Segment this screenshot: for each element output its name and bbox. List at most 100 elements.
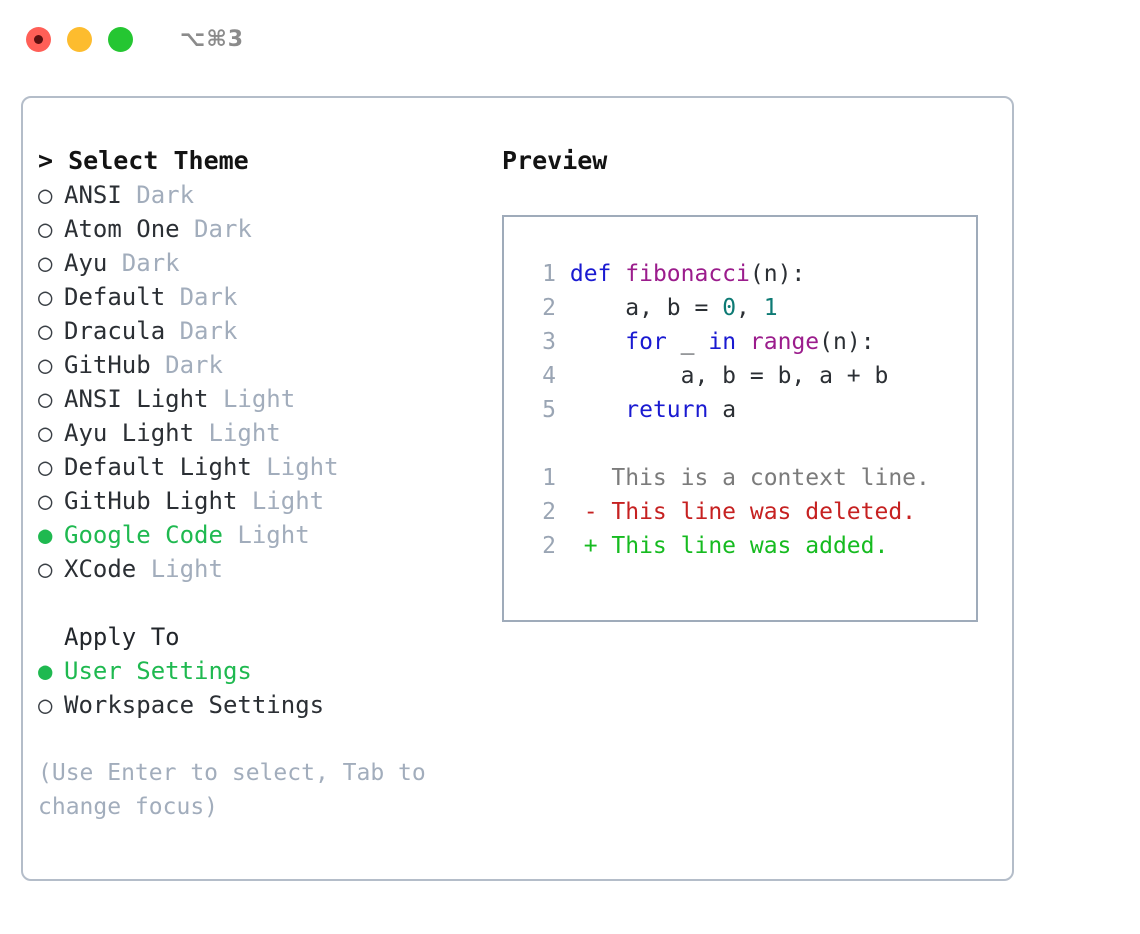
code-token-pl xyxy=(570,329,625,355)
hint-spacer xyxy=(38,722,478,756)
theme-option-kind: Dark xyxy=(165,317,238,345)
theme-option-google-code[interactable]: ●Google Code Light xyxy=(38,518,478,552)
theme-option-github[interactable]: ○ GitHub Dark xyxy=(38,348,478,382)
theme-option-kind: Light xyxy=(222,521,310,549)
radio-unselected-icon: ○ xyxy=(38,555,53,583)
theme-option-label: ANSI xyxy=(64,181,122,209)
theme-picker-column: > Select Theme ○ANSI Dark○Atom One Dark○… xyxy=(38,144,478,824)
apply-to-option-list: ●User Settings ○ Workspace Settings xyxy=(38,654,478,722)
select-theme-header: > Select Theme xyxy=(38,146,249,175)
code-token-kw: return xyxy=(625,397,709,423)
theme-option-label: ANSI Light xyxy=(64,385,209,413)
line-number: 2 xyxy=(542,499,556,525)
gutter-space xyxy=(556,295,570,321)
code-token-kw: for xyxy=(625,329,667,355)
theme-option-ansi-light[interactable]: ○ ANSI Light Light xyxy=(38,382,478,416)
code-token-pl: a, b = xyxy=(569,295,723,321)
theme-option-ansi[interactable]: ○ ANSI Dark xyxy=(38,178,478,212)
diff-line-context: 1 This is a context line. xyxy=(522,461,976,495)
theme-option-kind: Dark xyxy=(121,181,195,209)
radio-unselected-icon: ○ xyxy=(38,283,53,311)
code-line: 1 def fibonacci(n): xyxy=(522,257,976,291)
code-line: 2 a, b = 0, 1 xyxy=(522,291,976,325)
theme-option-ayu-light[interactable]: ○ Ayu Light Light xyxy=(38,416,478,450)
line-number: 5 xyxy=(542,397,556,423)
theme-option-kind: Dark xyxy=(150,351,223,379)
radio-unselected-icon: ○ xyxy=(38,181,53,209)
radio-unselected-icon: ○ xyxy=(38,453,53,481)
line-number: 1 xyxy=(542,465,556,491)
theme-option-default[interactable]: ○Default Dark xyxy=(38,280,478,314)
radio-unselected-icon: ○ xyxy=(38,351,53,379)
code-token-kw: in xyxy=(708,329,737,355)
gutter-space xyxy=(556,397,570,423)
gutter-space xyxy=(556,329,570,355)
diff-line-text: + This line was added. xyxy=(556,533,889,559)
apply-to-header: Apply To xyxy=(64,623,180,651)
diff-line-text: - This line was deleted. xyxy=(556,499,917,525)
theme-option-dracula[interactable]: ○ Dracula Dark xyxy=(38,314,478,348)
radio-unselected-icon: ○ xyxy=(38,419,53,447)
apply-to-option-workspace-settings[interactable]: ○ Workspace Settings xyxy=(38,688,478,722)
code-token-kw: def xyxy=(569,261,626,287)
line-number: 2 xyxy=(542,533,556,559)
theme-option-label: Google Code xyxy=(64,521,223,549)
code-token-num: 1 xyxy=(763,295,778,321)
preview-title: Preview xyxy=(502,146,608,175)
keyboard-hint-text: (Use Enter to select, Tab to change focu… xyxy=(38,760,440,820)
theme-option-label: Default xyxy=(64,283,166,311)
theme-option-label: Ayu Light xyxy=(64,419,195,447)
window-controls xyxy=(26,26,133,52)
radio-unselected-icon: ○ xyxy=(38,691,53,719)
theme-option-github-light[interactable]: ○GitHub Light Light xyxy=(38,484,478,518)
code-token-num: 0 xyxy=(722,295,737,321)
diff-line-deleted: 2 - This line was deleted. xyxy=(522,495,976,529)
code-token-pl: a, b = b, a + b xyxy=(569,363,889,389)
code-token-pl: (n): xyxy=(819,329,875,355)
radio-unselected-icon: ○ xyxy=(38,215,53,243)
theme-option-kind: Light xyxy=(251,453,339,481)
theme-option-label: Atom One xyxy=(64,215,180,243)
gutter-space xyxy=(556,261,570,287)
theme-option-label: XCode xyxy=(64,555,137,583)
radio-unselected-icon: ○ xyxy=(38,317,53,345)
close-light-icon[interactable] xyxy=(26,26,51,52)
theme-option-label: Default Light xyxy=(64,453,252,481)
minimize-light-icon[interactable] xyxy=(67,26,92,52)
theme-option-atom-one[interactable]: ○ Atom One Dark xyxy=(38,212,478,246)
radio-unselected-icon: ○ xyxy=(38,487,53,515)
theme-option-kind: Light xyxy=(208,385,296,413)
theme-option-ayu[interactable]: ○Ayu Dark xyxy=(38,246,478,280)
preview-column: Preview 1 def fibonacci(n):2 a, b = 0, 1… xyxy=(502,144,992,622)
code-token-fn: fibonacci xyxy=(625,261,750,287)
line-number: 2 xyxy=(542,295,556,321)
code-line: 3 for _ in range(n): xyxy=(522,325,976,359)
apply-to-option-user-settings[interactable]: ●User Settings xyxy=(38,654,478,688)
apply-to-option-label: Workspace Settings xyxy=(64,691,325,719)
theme-option-kind: Light xyxy=(194,419,281,447)
title-bar: ⌥⌘3 xyxy=(0,0,1140,78)
code-line: 5 return a xyxy=(522,393,976,427)
code-token-pl: a xyxy=(708,397,737,423)
list-spacer xyxy=(38,586,478,620)
theme-option-default-light[interactable]: ○ Default Light Light xyxy=(38,450,478,484)
code-token-pl: , xyxy=(736,295,764,321)
maximize-light-icon[interactable] xyxy=(108,26,133,52)
theme-option-list: ○ ANSI Dark ○ Atom One Dark ○Ayu Dark ○ Defaul… xyxy=(38,178,478,586)
theme-option-label: GitHub xyxy=(64,351,151,379)
theme-option-kind: Dark xyxy=(179,215,252,243)
code-token-pl: (n): xyxy=(749,261,806,287)
theme-option-xcode[interactable]: ○ XCode Light xyxy=(38,552,478,586)
line-number: 3 xyxy=(542,329,556,355)
radio-unselected-icon: ○ xyxy=(38,385,53,413)
line-number: 4 xyxy=(542,363,556,389)
radio-selected-icon: ● xyxy=(38,657,53,685)
gutter-space xyxy=(556,363,570,389)
code-token-fn: range xyxy=(749,329,820,355)
keyboard-shortcut-label: ⌥⌘3 xyxy=(180,26,245,52)
theme-option-kind: Light xyxy=(136,555,223,583)
theme-option-label: Dracula xyxy=(64,317,166,345)
